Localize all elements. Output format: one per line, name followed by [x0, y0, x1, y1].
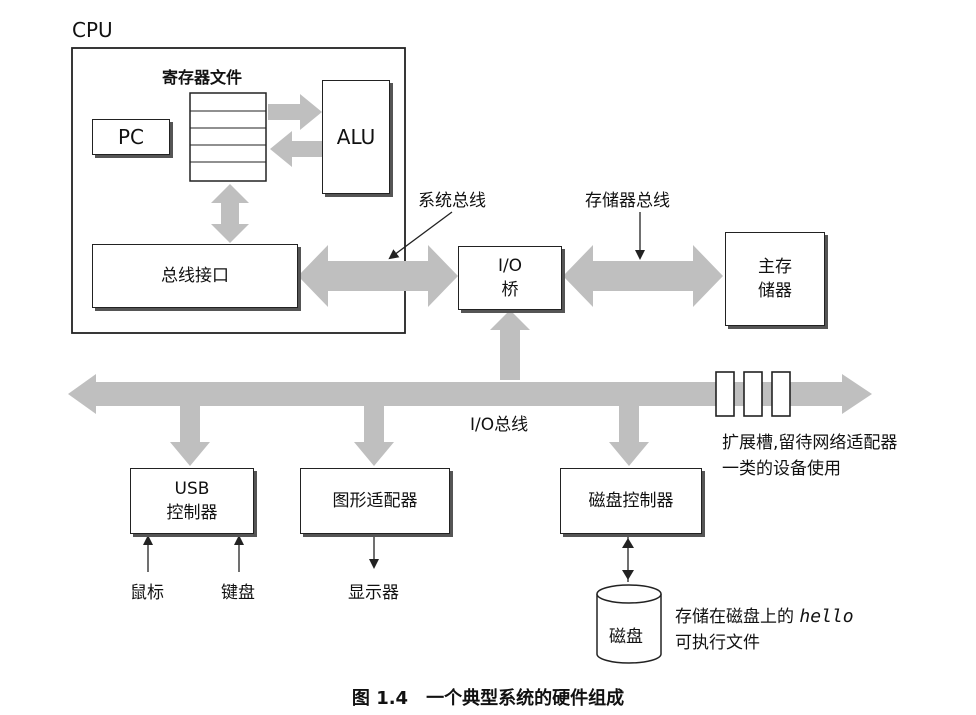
bus-interface-label: 总线接口 [161, 266, 229, 286]
main-memory-line2: 储器 [758, 281, 792, 301]
disk-controller-drop-arrow [609, 406, 649, 466]
io-bridge-line2: 桥 [501, 280, 519, 300]
memory-bus-arrow [563, 245, 723, 307]
disk-controller-label: 磁盘控制器 [588, 491, 674, 511]
io-bus-arrow [68, 374, 872, 414]
memory-bus-label: 存储器总线 [585, 191, 670, 211]
alu-label: ALU [336, 125, 376, 149]
disk-link-down-head [622, 570, 634, 580]
expansion-slots-line1: 扩展槽,留待网络适配器 [722, 433, 898, 453]
pc-box: PC [92, 119, 170, 155]
alu-to-regfile-arrow [270, 131, 322, 167]
disk-cylinder [596, 584, 662, 664]
io-bus-label: I/O总线 [470, 415, 529, 435]
graphics-adapter-label: 图形适配器 [332, 491, 418, 511]
expansion-slots-note: 扩展槽,留待网络适配器 一类的设备使用 [722, 430, 897, 482]
disk-note-prefix: 存储在磁盘上的 [675, 607, 794, 627]
alu-box: ALU [322, 80, 390, 194]
io-bridge-line1: I/O [497, 256, 523, 276]
disk-note-code: hello [799, 606, 854, 627]
keyboard-label: 键盘 [221, 583, 255, 603]
regfile-businterface-arrow [211, 184, 249, 243]
graphics-drop-arrow [354, 406, 394, 466]
usb-controller-line1: USB [174, 479, 210, 499]
system-bus-arrow [298, 245, 458, 307]
bus-interface-box: 总线接口 [92, 244, 298, 308]
disk-link-up-head [622, 538, 634, 548]
display-label: 显示器 [348, 583, 399, 603]
cpu-frame [71, 47, 406, 334]
mouse-label: 鼠标 [130, 583, 164, 603]
disk-label: 磁盘 [609, 627, 643, 647]
disk-controller-box: 磁盘控制器 [560, 468, 702, 534]
bridge-iobus-connector [490, 310, 530, 380]
register-file [189, 92, 267, 182]
expansion-slots [715, 371, 791, 417]
io-bridge-box: I/O 桥 [458, 246, 562, 310]
main-memory-box: 主存 储器 [725, 232, 825, 326]
graphics-adapter-box: 图形适配器 [300, 468, 450, 534]
usb-controller-box: USB 控制器 [130, 468, 254, 534]
regfile-to-alu-arrow [268, 94, 322, 130]
usb-drop-arrow [170, 406, 210, 466]
usb-controller-line2: 控制器 [166, 503, 218, 523]
expansion-slots-line2: 一类的设备使用 [722, 459, 841, 479]
register-file-label: 寄存器文件 [162, 68, 243, 87]
cpu-label: CPU [72, 18, 113, 42]
system-bus-pointer [388, 211, 453, 260]
pc-label: PC [117, 125, 145, 149]
system-bus-label: 系统总线 [418, 191, 486, 211]
main-memory-line1: 主存 [758, 257, 792, 277]
disk-note: 存储在磁盘上的 hello 可执行文件 [675, 604, 854, 656]
disk-note-line2: 可执行文件 [675, 633, 760, 653]
disk-note-line1: 存储在磁盘上的 hello [675, 604, 854, 630]
figure-caption: 图 1.4 一个典型系统的硬件组成 [351, 688, 625, 709]
